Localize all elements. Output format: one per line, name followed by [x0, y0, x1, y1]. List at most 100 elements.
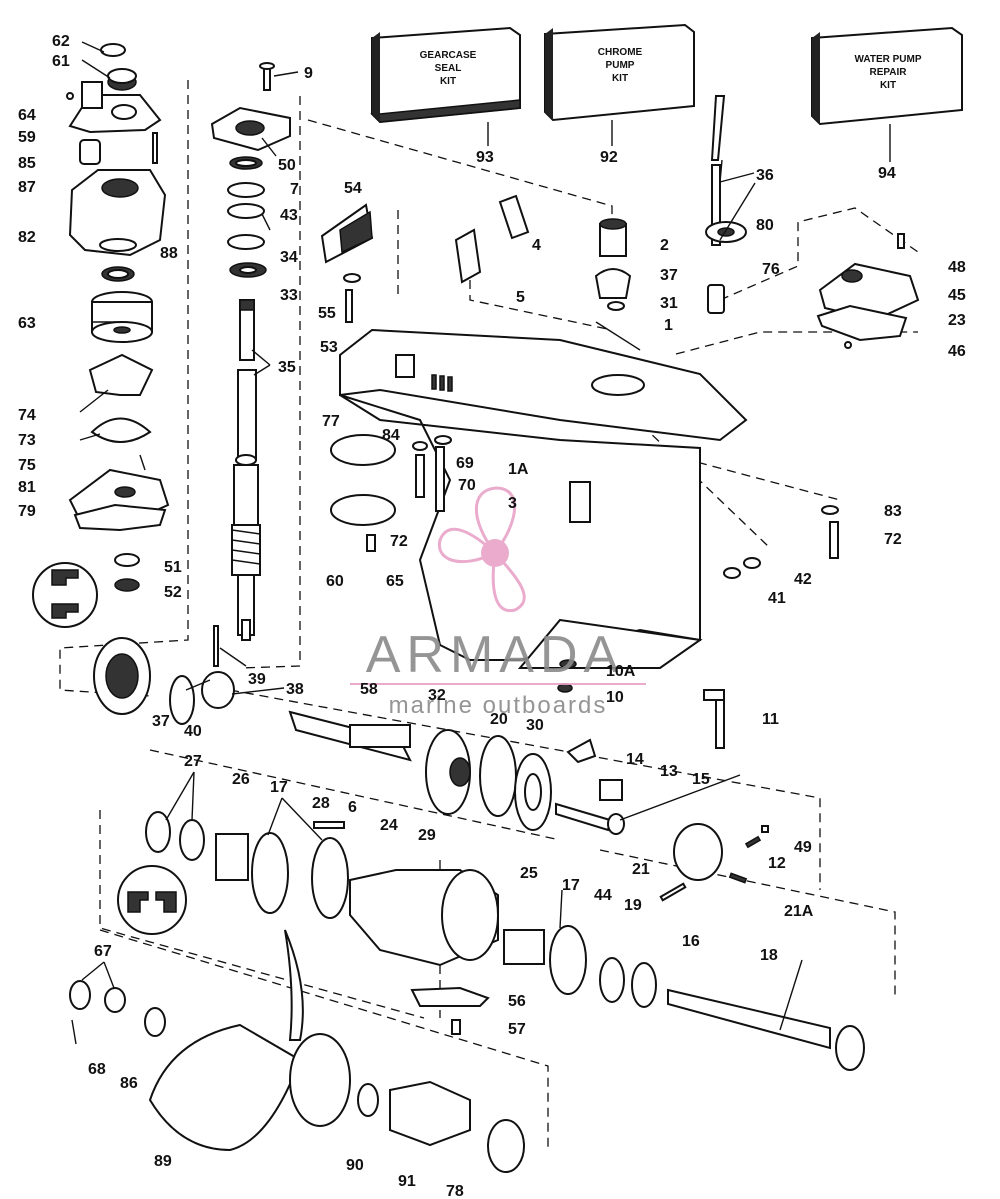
callout-14: 14: [626, 751, 644, 768]
lower-parts: [69, 811, 865, 1173]
callout-74: 74: [18, 407, 36, 424]
callout-60: 60: [326, 573, 344, 590]
callout-83: 83: [884, 503, 902, 520]
callout-90: 90: [346, 1157, 364, 1174]
callout-52: 52: [164, 584, 182, 601]
callout-84: 84: [382, 427, 400, 444]
gearcase-housing: [330, 328, 839, 693]
top-center-parts: [320, 95, 747, 323]
part-callouts: 62 61 64 59 85 87 82 88 63 74 73 75 81 7…: [18, 33, 966, 1199]
callout-75: 75: [18, 457, 36, 474]
callout-42: 42: [794, 571, 812, 588]
callout-94: 94: [878, 165, 896, 182]
callout-leaders: [79, 41, 803, 1031]
callout-2: 2: [660, 237, 669, 254]
callout-93: 93: [476, 149, 494, 166]
callout-41: 41: [768, 590, 786, 607]
callout-13: 13: [660, 763, 678, 780]
callout-80: 80: [756, 217, 774, 234]
callout-81: 81: [18, 479, 36, 496]
callout-33: 33: [280, 287, 298, 304]
callout-43: 43: [280, 207, 298, 224]
callout-19: 19: [624, 897, 642, 914]
callout-35: 35: [278, 359, 296, 376]
callout-59: 59: [18, 129, 36, 146]
callout-73: 73: [18, 432, 36, 449]
callout-18: 18: [760, 947, 778, 964]
armada-watermark: ARMADA marine outboards: [350, 486, 646, 719]
callout-46: 46: [948, 343, 966, 360]
callout-77: 77: [322, 413, 340, 430]
gear-shaft-parts: [93, 625, 769, 902]
watermark-brand: ARMADA: [366, 626, 624, 684]
callout-21: 21: [632, 861, 650, 878]
callout-15: 15: [692, 771, 710, 788]
callout-63: 63: [18, 315, 36, 332]
water-pump-assembly: [32, 43, 170, 628]
callout-20: 20: [490, 711, 508, 728]
callout-3: 3: [508, 495, 517, 512]
kit-93-line-3: KIT: [440, 76, 456, 87]
callout-25: 25: [520, 865, 538, 882]
callout-21A: 21A: [784, 903, 814, 920]
callout-68: 68: [88, 1061, 106, 1078]
callout-91: 91: [398, 1173, 416, 1190]
callout-65: 65: [386, 573, 404, 590]
callout-72-left: 72: [390, 533, 408, 550]
kit-box-92: CHROME PUMP KIT: [544, 23, 695, 122]
driveshaft-assembly: [210, 62, 291, 641]
callout-72-right: 72: [884, 531, 902, 548]
callout-7: 7: [290, 181, 299, 198]
armada-propeller-logo: [437, 486, 526, 613]
callout-78: 78: [446, 1183, 464, 1199]
callout-82: 82: [18, 229, 36, 246]
callout-10A: 10A: [606, 663, 636, 680]
kit-94-line-1: WATER PUMP: [854, 54, 921, 65]
callout-4: 4: [532, 237, 541, 254]
callout-64: 64: [18, 107, 36, 124]
watermark-tagline: marine outboards: [389, 692, 608, 719]
callout-23: 23: [948, 312, 966, 329]
callout-38: 38: [286, 681, 304, 698]
callout-55: 55: [318, 305, 336, 322]
callout-1A: 1A: [508, 461, 529, 478]
callout-54: 54: [344, 180, 362, 197]
callout-39: 39: [248, 671, 266, 688]
callout-45: 45: [948, 287, 966, 304]
callout-53: 53: [320, 339, 338, 356]
callout-26: 26: [232, 771, 250, 788]
callout-92: 92: [600, 149, 618, 166]
callout-76: 76: [762, 261, 780, 278]
callout-10: 10: [606, 689, 624, 706]
callout-89: 89: [154, 1153, 172, 1170]
callout-62: 62: [52, 33, 70, 50]
callout-49: 49: [794, 839, 812, 856]
callout-44: 44: [594, 887, 612, 904]
callout-9: 9: [304, 65, 313, 82]
kit-92-line-2: PUMP: [606, 60, 635, 71]
cover-plate-assembly: [816, 233, 920, 349]
callout-37-top: 37: [660, 267, 678, 284]
callout-40: 40: [184, 723, 202, 740]
callout-37-bottom: 37: [152, 713, 170, 730]
callout-57: 57: [508, 1021, 526, 1038]
callout-28: 28: [312, 795, 330, 812]
callout-24: 24: [380, 817, 398, 834]
callout-32: 32: [428, 687, 446, 704]
callout-51: 51: [164, 559, 182, 576]
callout-85: 85: [18, 155, 36, 172]
kit-94-line-2: REPAIR: [869, 67, 907, 78]
callout-27: 27: [184, 753, 202, 770]
kit-94-line-3: KIT: [880, 80, 896, 91]
callout-56: 56: [508, 993, 526, 1010]
callout-34: 34: [280, 249, 298, 266]
callout-79: 79: [18, 503, 36, 520]
callout-11: 11: [762, 711, 779, 728]
kit-93-line-2: SEAL: [435, 63, 462, 74]
callout-16: 16: [682, 933, 700, 950]
callout-69: 69: [456, 455, 474, 472]
kit-93-line-1: GEARCASE: [420, 50, 477, 61]
callout-86: 86: [120, 1075, 138, 1092]
kit-92-line-1: CHROME: [598, 47, 643, 58]
